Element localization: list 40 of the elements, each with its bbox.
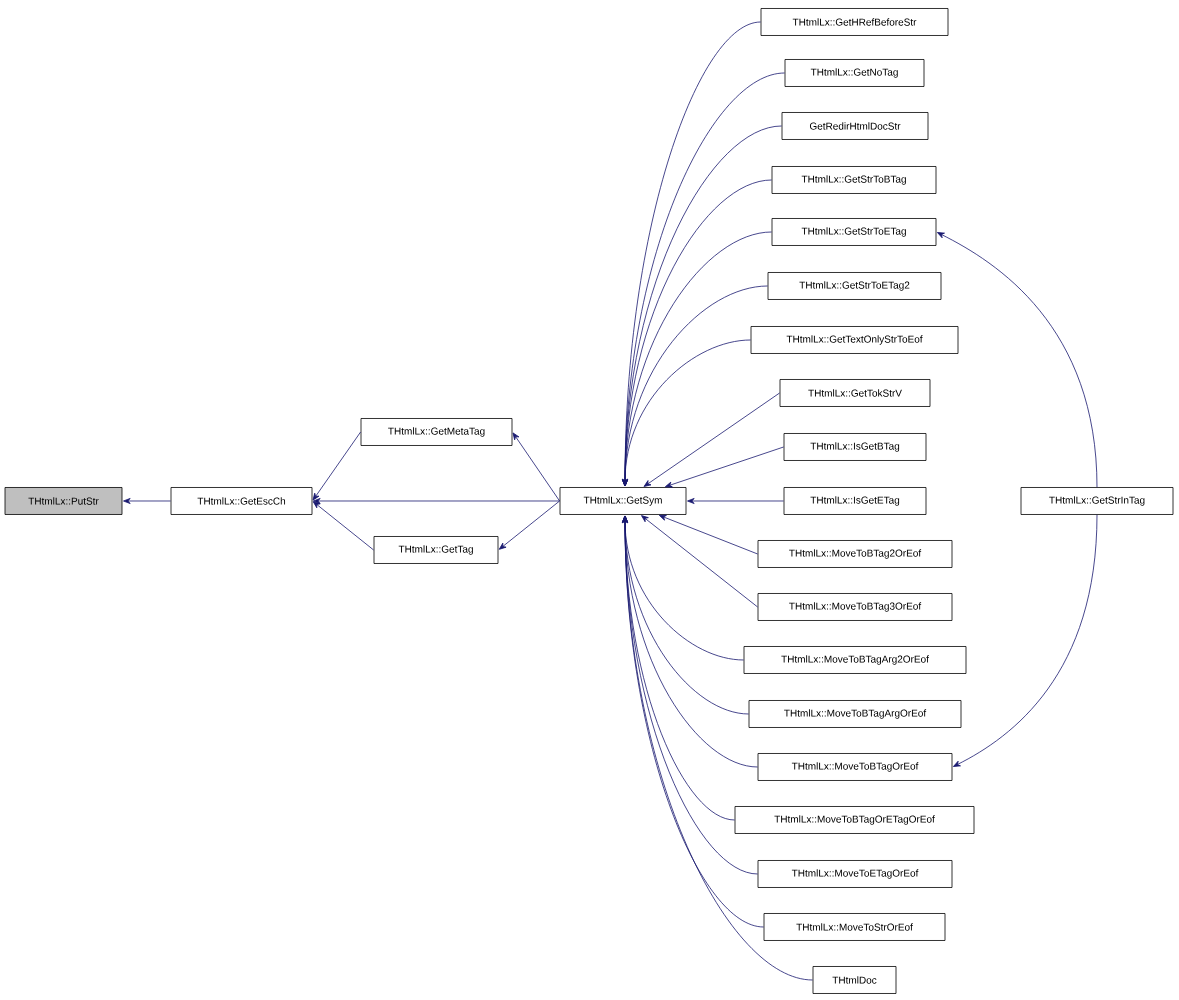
- function-box: THtmlLx::MoveToBTagArgOrEof: [748, 700, 962, 728]
- function-box: THtmlLx::IsGetBTag: [783, 433, 927, 461]
- arrow: [641, 515, 758, 608]
- function-box: THtmlLx::GetMetaTag: [360, 418, 513, 446]
- arrow: [643, 392, 780, 487]
- function-box: THtmlLx::MoveToStrOrEof: [763, 913, 946, 941]
- function-box: THtmlLx::GetStrInTag: [1020, 487, 1174, 515]
- function-box: THtmlLx::GetTokStrV: [779, 379, 931, 407]
- function-box: THtmlLx::MoveToBTagOrETagOrEof: [734, 806, 975, 834]
- arrow: [313, 498, 560, 504]
- arrow: [498, 500, 560, 550]
- arrow: [687, 498, 784, 504]
- function-box: THtmlLx::MoveToETagOrEof: [757, 860, 953, 888]
- function-box: THtmlLx::MoveToBTag3OrEof: [757, 593, 953, 621]
- function-box: THtmlLx::GetSym: [559, 487, 687, 515]
- arrow: [658, 514, 758, 555]
- arrow: [312, 431, 361, 501]
- arrow: [664, 446, 784, 488]
- arrow: [622, 339, 751, 487]
- arrow: [312, 501, 374, 551]
- function-box: THtmlLx::GetNoTag: [784, 59, 925, 87]
- function-box: GetRedirHtmlDocStr: [781, 112, 929, 140]
- function-box: THtmlLx::GetStrToETag: [771, 218, 937, 246]
- function-box: THtmlLx::GetTextOnlyStrToEof: [750, 326, 959, 354]
- function-box: THtmlDoc: [812, 966, 897, 994]
- arrow: [512, 432, 560, 502]
- function-box: THtmlLx::MoveToBTagOrEof: [757, 753, 953, 781]
- function-box: THtmlLx::MoveToBTag2OrEof: [757, 540, 953, 568]
- function-box: THtmlLx::GetStrToETag2: [767, 272, 942, 300]
- arrow: [123, 498, 171, 504]
- function-box: THtmlLx::GetStrToBTag: [771, 166, 937, 194]
- arrow: [937, 232, 1098, 488]
- function-box: THtmlLx::GetTag: [373, 536, 499, 564]
- function-box: THtmlLx::IsGetETag: [783, 487, 927, 515]
- function-box: THtmlLx::MoveToBTagArg2OrEof: [743, 646, 967, 674]
- arrow: [953, 514, 1098, 767]
- function-box: THtmlLx::GetHRefBeforeStr: [760, 8, 949, 36]
- function-box: THtmlLx::PutStr: [4, 487, 123, 515]
- arrow: [622, 515, 813, 981]
- function-box: THtmlLx::GetEscCh: [170, 487, 313, 515]
